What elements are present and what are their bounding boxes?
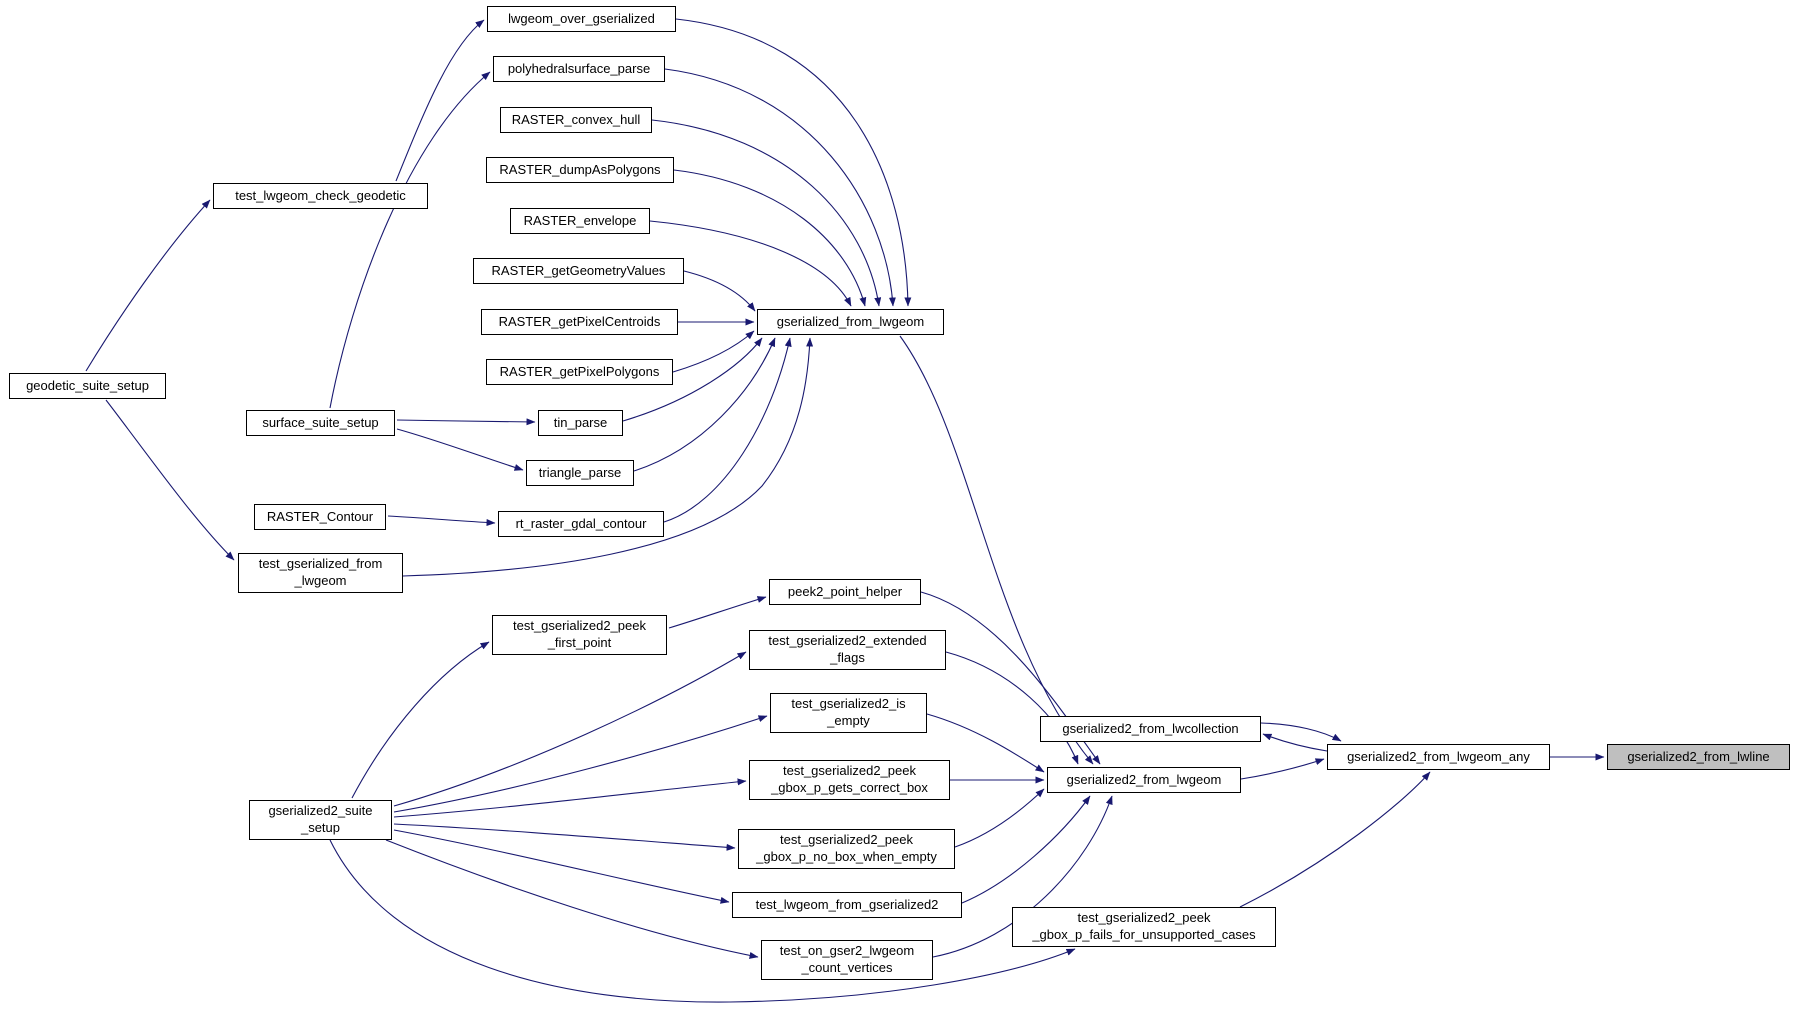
node-surface_suite_setup[interactable]: surface_suite_setup <box>246 410 395 436</box>
node-raster_dumpaspolygons[interactable]: RASTER_dumpAsPolygons <box>486 157 674 183</box>
node-gserialized2_from_lwcollection[interactable]: gserialized2_from_lwcollection <box>1040 716 1261 742</box>
edge-gserialized2_suite_setup--test_gserialized2_extended_flags <box>393 651 747 807</box>
edge-tin_parse--gserialized_from_lwgeom <box>622 337 763 422</box>
edge-gserialized2_suite_setup--test_gserialized2_peek_gbox_p_gets_correct_box <box>393 778 747 818</box>
edge-geodetic_suite_setup--test_lwgeom_check_geodetic <box>85 199 211 372</box>
edge-test_gserialized2_extended_flags--gserialized2_from_lwgeom <box>945 651 1079 765</box>
node-raster_contour[interactable]: RASTER_Contour <box>254 504 386 530</box>
node-raster_getpixelpolygons[interactable]: RASTER_getPixelPolygons <box>486 359 673 385</box>
edge-surface_suite_setup--tin_parse <box>396 418 536 426</box>
edge-gserialized_from_lwgeom--gserialized2_from_lwgeom <box>899 335 1094 765</box>
edge-gserialized2_suite_setup--test_on_gser2_lwgeom_count_vertices <box>385 839 759 959</box>
edge-surface_suite_setup--polyhedralsurface_parse <box>329 71 491 409</box>
node-raster_getpixelcentroids[interactable]: RASTER_getPixelCentroids <box>481 309 678 335</box>
edge-test_gserialized2_peek_first_point--peek2_point_helper <box>668 596 767 629</box>
edge-gserialized2_suite_setup--test_gserialized2_peek_gbox_p_no_box_when_empty <box>393 823 736 851</box>
edge-triangle_parse--gserialized_from_lwgeom <box>633 337 776 472</box>
edge-raster_dumpaspolygons--gserialized_from_lwgeom <box>673 169 867 307</box>
edge-gserialized2_suite_setup--test_gserialized2_is_empty <box>393 715 768 813</box>
edge-rt_raster_gdal_contour--gserialized_from_lwgeom <box>663 337 792 523</box>
node-gserialized2_from_lwgeom_any[interactable]: gserialized2_from_lwgeom_any <box>1327 744 1550 770</box>
node-test_lwgeom_from_gserialized2[interactable]: test_lwgeom_from_gserialized2 <box>732 892 962 918</box>
node-test_gserialized2_extended_flags[interactable]: test_gserialized2_extended _flags <box>749 630 946 670</box>
node-gserialized2_from_lwline: gserialized2_from_lwline <box>1607 744 1790 770</box>
node-peek2_point_helper[interactable]: peek2_point_helper <box>769 579 921 605</box>
edge-surface_suite_setup--triangle_parse <box>396 428 524 471</box>
node-gserialized2_suite_setup[interactable]: gserialized2_suite _setup <box>249 800 392 840</box>
node-test_gserialized2_peek_gbox_p_fails_for_unsupported_cases[interactable]: test_gserialized2_peek _gbox_p_fails_for… <box>1012 907 1276 947</box>
edge-test_lwgeom_check_geodetic--lwgeom_over_gserialized <box>395 19 485 182</box>
edge-test_gserialized2_peek_gbox_p_no_box_when_empty--gserialized2_from_lwgeom <box>954 788 1045 848</box>
edge-gserialized2_suite_setup--test_lwgeom_from_gserialized2 <box>393 829 730 904</box>
edge-geodetic_suite_setup--test_gserialized_from_lwgeom <box>105 399 235 561</box>
edge-gserialized2_from_lwgeom--gserialized2_from_lwgeom_any <box>1240 758 1325 780</box>
edge-gserialized2_suite_setup--test_gserialized2_peek_gbox_p_fails_for_unsupported_cases <box>329 839 1076 1003</box>
edge-test_on_gser2_lwgeom_count_vertices--gserialized2_from_lwgeom <box>932 795 1113 958</box>
edge-raster_contour--rt_raster_gdal_contour <box>387 515 496 527</box>
node-polyhedralsurface_parse[interactable]: polyhedralsurface_parse <box>493 56 665 82</box>
edge-test_gserialized2_is_empty--gserialized2_from_lwgeom <box>926 713 1045 773</box>
edge-lwgeom_over_gserialized--gserialized_from_lwgeom <box>675 18 912 307</box>
node-test_gserialized_from_lwgeom[interactable]: test_gserialized_from _lwgeom <box>238 553 403 593</box>
edge-test_lwgeom_from_gserialized2--gserialized2_from_lwgeom <box>961 795 1091 904</box>
edge-raster_convex_hull--gserialized_from_lwgeom <box>651 119 882 307</box>
node-triangle_parse[interactable]: triangle_parse <box>526 460 634 486</box>
node-raster_envelope[interactable]: RASTER_envelope <box>510 208 650 234</box>
node-test_gserialized2_peek_first_point[interactable]: test_gserialized2_peek _first_point <box>492 615 667 655</box>
edge-raster_getpixelpolygons--gserialized_from_lwgeom <box>672 330 755 373</box>
node-test_on_gser2_lwgeom_count_vertices[interactable]: test_on_gser2_lwgeom _count_vertices <box>761 940 933 980</box>
edge-gserialized2_suite_setup--test_gserialized2_peek_first_point <box>351 641 490 799</box>
node-rt_raster_gdal_contour[interactable]: rt_raster_gdal_contour <box>498 511 664 537</box>
node-gserialized2_from_lwgeom[interactable]: gserialized2_from_lwgeom <box>1047 767 1241 793</box>
node-geodetic_suite_setup[interactable]: geodetic_suite_setup <box>9 373 166 399</box>
node-test_gserialized2_peek_gbox_p_gets_correct_box[interactable]: test_gserialized2_peek _gbox_p_gets_corr… <box>749 760 950 800</box>
edge-raster_envelope--gserialized_from_lwgeom <box>649 220 852 307</box>
edge-test_gserialized_from_lwgeom--gserialized_from_lwgeom <box>402 337 814 577</box>
edge-gserialized2_from_lwgeom_any--gserialized2_from_lwcollection <box>1262 733 1328 752</box>
node-raster_convex_hull[interactable]: RASTER_convex_hull <box>500 107 652 133</box>
node-gserialized_from_lwgeom[interactable]: gserialized_from_lwgeom <box>757 309 944 335</box>
edge-polyhedralsurface_parse--gserialized_from_lwgeom <box>664 68 896 307</box>
node-lwgeom_over_gserialized[interactable]: lwgeom_over_gserialized <box>487 6 676 32</box>
edge-raster_getgeometryvalues--gserialized_from_lwgeom <box>683 270 756 312</box>
node-raster_getgeometryvalues[interactable]: RASTER_getGeometryValues <box>473 258 684 284</box>
node-test_lwgeom_check_geodetic[interactable]: test_lwgeom_check_geodetic <box>213 183 428 209</box>
edge-gserialized2_from_lwcollection--gserialized2_from_lwgeom_any <box>1260 722 1342 742</box>
node-test_gserialized2_peek_gbox_p_no_box_when_empty[interactable]: test_gserialized2_peek _gbox_p_no_box_wh… <box>738 829 955 869</box>
node-test_gserialized2_is_empty[interactable]: test_gserialized2_is _empty <box>770 693 927 733</box>
node-tin_parse[interactable]: tin_parse <box>538 410 623 436</box>
edge-test_gserialized2_peek_gbox_p_fails_for_unsupported_cases--gserialized2_from_lwgeom_any <box>1239 771 1431 908</box>
